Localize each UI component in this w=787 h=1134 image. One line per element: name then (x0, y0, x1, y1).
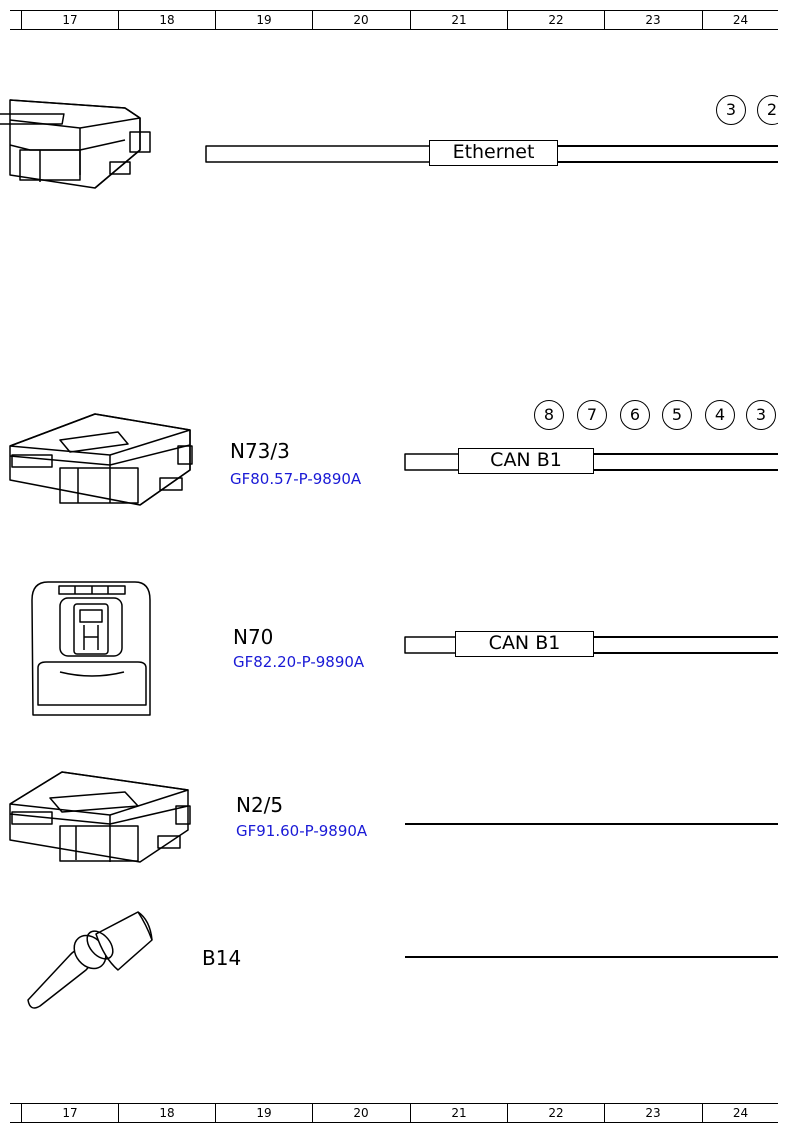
ethernet-pin-2-clip: 2 (757, 95, 778, 126)
can-pin-3: 3 (746, 400, 776, 430)
can-pin-7: 7 (577, 400, 607, 430)
n73-3-label: N73/3 (230, 439, 290, 463)
grid-column-24: 24 (702, 1104, 778, 1122)
grid-ruler-top: 17 18 19 20 21 22 23 24 (10, 10, 778, 30)
ethernet-pin-3: 3 (716, 95, 746, 125)
can-b1-wire-n70 (404, 636, 778, 654)
can-b1-n70-bus-label: CAN B1 (455, 631, 594, 657)
control-unit-partial-icon (0, 99, 151, 189)
n70-reference-link[interactable]: GF82.20-P-9890A (233, 653, 365, 671)
b14-label: B14 (202, 946, 242, 970)
grid-column-20: 20 (312, 1104, 409, 1122)
grid-column-21: 21 (410, 1104, 507, 1122)
n2-5-label: N2/5 (236, 793, 284, 817)
can-pin-4: 4 (705, 400, 735, 430)
grid-column-23: 23 (604, 1104, 701, 1122)
can-b1-wire-upper (404, 453, 778, 471)
can-pin-6: 6 (620, 400, 650, 430)
can-pin-5: 5 (662, 400, 692, 430)
ethernet-wire (205, 145, 778, 163)
n70-overhead-panel-icon (31, 581, 151, 716)
can-pin-8: 8 (534, 400, 564, 430)
can-b1-upper-bus-label: CAN B1 (458, 448, 594, 474)
grid-column-17: 17 (21, 11, 118, 29)
grid-column-19: 19 (215, 1104, 312, 1122)
grid-column-22: 22 (507, 11, 604, 29)
n2-5-control-unit-icon (9, 771, 191, 863)
grid-column-18: 18 (118, 1104, 215, 1122)
grid-ruler-bottom: 17 18 19 20 21 22 23 24 (10, 1103, 778, 1123)
n2-5-reference-link[interactable]: GF91.60-P-9890A (236, 822, 368, 840)
grid-column-23: 23 (604, 11, 701, 29)
b14-sensor-icon (27, 911, 153, 1009)
grid-column-18: 18 (118, 11, 215, 29)
n73-3-reference-link[interactable]: GF80.57-P-9890A (230, 470, 362, 488)
grid-column-22: 22 (507, 1104, 604, 1122)
n73-3-control-unit-icon (9, 413, 193, 506)
grid-column-17: 17 (21, 1104, 118, 1122)
grid-column-24: 24 (702, 11, 778, 29)
ethernet-pin-2: 2 (757, 95, 778, 125)
n70-label: N70 (233, 625, 274, 649)
grid-column-20: 20 (312, 11, 409, 29)
ethernet-bus-label: Ethernet (429, 140, 558, 166)
grid-column-21: 21 (410, 11, 507, 29)
grid-column-19: 19 (215, 11, 312, 29)
